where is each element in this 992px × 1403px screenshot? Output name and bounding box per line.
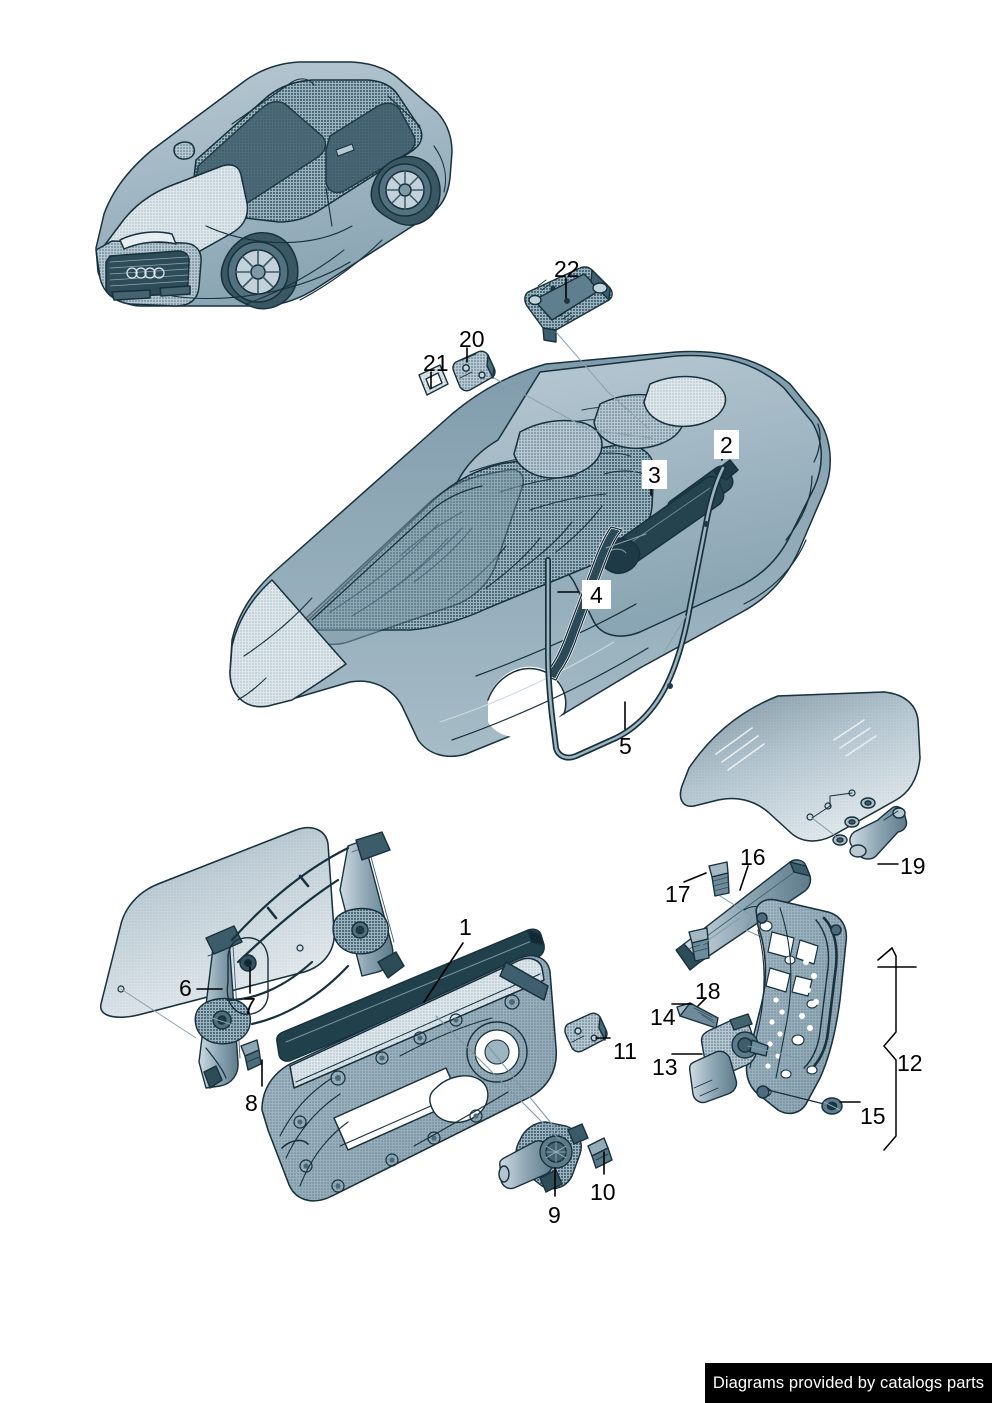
door-inner-panel xyxy=(261,954,557,1202)
callout-16: 16 xyxy=(740,844,766,870)
part-8-bolt xyxy=(240,1039,262,1071)
door-window-regulator xyxy=(194,831,405,1089)
callout-20: 20 xyxy=(459,326,485,352)
callout-11: 11 xyxy=(613,1038,637,1064)
part-17-bolt-lower xyxy=(688,927,710,962)
part-16-guide-profile xyxy=(675,859,812,971)
callout-6: 6 xyxy=(179,975,192,1001)
callout-12: 12 xyxy=(897,1050,923,1076)
part-10-screw xyxy=(587,1137,613,1169)
vehicle-overview-illustration xyxy=(95,61,453,310)
callout-5: 5 xyxy=(619,733,632,759)
callout-2: 2 xyxy=(714,430,739,459)
part-11-connector xyxy=(564,1012,608,1053)
callout-10: 10 xyxy=(590,1179,616,1205)
assembly-reference-lines xyxy=(120,331,687,1039)
part-13-rear-motor xyxy=(676,1002,799,1104)
door-window-glass xyxy=(100,826,335,1018)
callout-17: 17 xyxy=(665,881,691,907)
callout-15: 15 xyxy=(860,1103,886,1129)
callout-3: 3 xyxy=(642,460,667,489)
part-17-bolt-upper xyxy=(708,861,730,897)
callout-9: 9 xyxy=(548,1202,561,1228)
part-20-control-unit xyxy=(452,350,496,392)
quarter-window-glass xyxy=(679,691,921,842)
part-18-bolt xyxy=(676,1002,719,1029)
part-15-nut xyxy=(821,1097,843,1115)
body-shell-illustration xyxy=(229,350,831,761)
callout-19: 19 xyxy=(900,853,926,879)
part-19-lift-lever xyxy=(811,797,908,860)
callout-8: 8 xyxy=(245,1090,258,1116)
callout-4: 4 xyxy=(582,580,611,609)
callout-1: 1 xyxy=(459,914,472,940)
callout-22: 22 xyxy=(554,256,580,282)
part-1-window-slot-seal xyxy=(276,928,545,1062)
callout-21: 21 xyxy=(423,350,449,376)
part-21-gasket xyxy=(418,364,449,396)
part-12-regulator-assembly xyxy=(745,898,848,1115)
footer-credit-text: Diagrams provided by catalogs parts xyxy=(712,1373,985,1392)
part-7-nut xyxy=(226,937,269,1015)
control-modules-group xyxy=(418,266,613,396)
callout-18: 18 xyxy=(695,978,721,1004)
callout-13: 13 xyxy=(652,1054,678,1080)
callout-7: 7 xyxy=(243,993,256,1019)
footer-credit-banner: Diagrams provided by catalogs parts xyxy=(705,1363,992,1403)
part-22-control-module xyxy=(524,266,613,343)
part-9-regulator-motor xyxy=(498,1121,613,1193)
callout-leader-lines xyxy=(196,277,917,1197)
callout-14: 14 xyxy=(650,1004,676,1030)
